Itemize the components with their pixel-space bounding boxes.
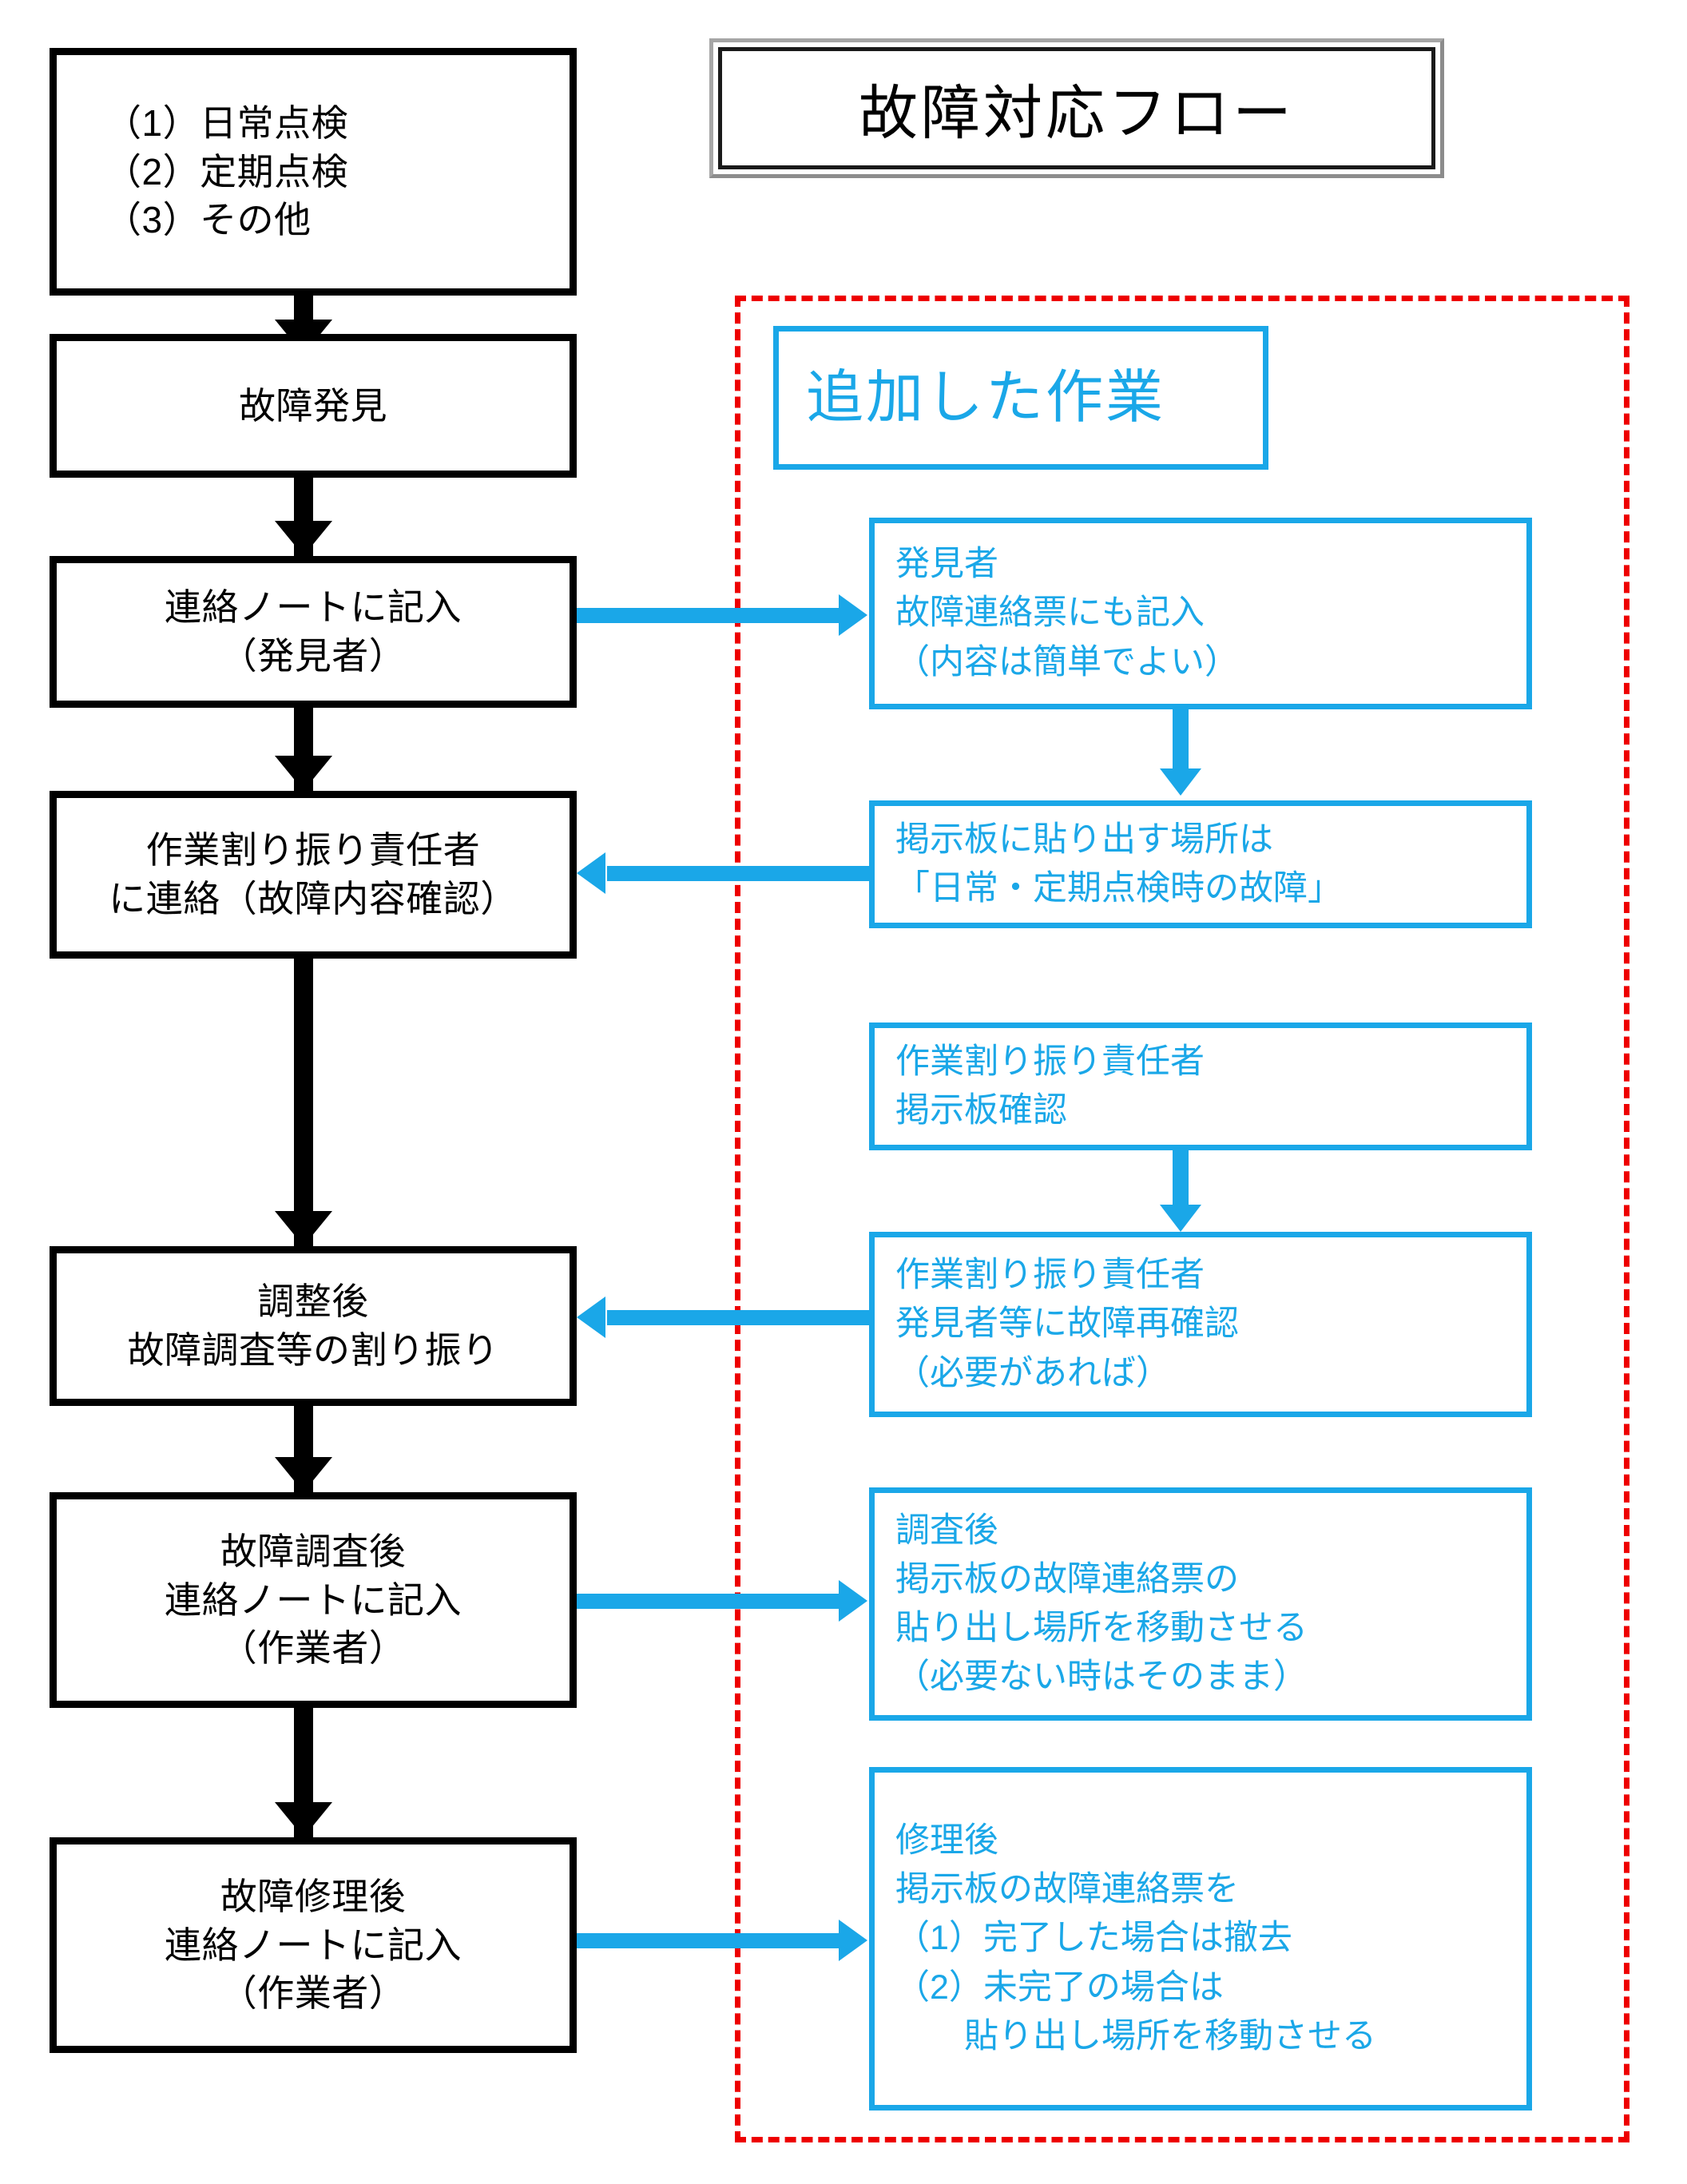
cross-arrow-shaft-to-added-work <box>577 1594 840 1609</box>
cross-arrow-head-right-icon <box>839 594 867 636</box>
added-work-legend-box: 追加した作業 <box>773 326 1268 470</box>
flow-box-text: 故障発見 <box>239 384 387 427</box>
flow-connector-shaft <box>294 959 313 1246</box>
flow-connector-arrowhead-down-icon <box>275 756 332 791</box>
cross-arrow-shaft-to-added-work <box>577 608 840 623</box>
cross-arrow-shaft-from-added-work <box>607 866 871 881</box>
page-title: 故障対応フロー <box>859 80 1295 146</box>
added-work-box-finder-also-writes-slip[interactable]: 発見者 故障連絡票にも記入 （内容は簡単でよい） <box>869 518 1532 709</box>
added-work-box-text: 作業割り振り責任者 掲示板確認 <box>895 1042 1205 1130</box>
flow-box-text: 調整後 故障調査等の割り振り <box>127 1281 499 1371</box>
flow-box-text: （1）日常点検 （2）定期点検 （3）その他 <box>105 101 349 241</box>
cross-arrow-head-right-icon <box>839 1580 867 1622</box>
flow-box-notify-assignment-manager[interactable]: 作業割り振り責任者 に連絡（故障内容確認） <box>50 791 577 959</box>
added-work-connector-shaft <box>1173 709 1189 778</box>
flow-connector-arrowhead-down-icon <box>275 1211 332 1246</box>
added-work-box-handle-slip-after-repair[interactable]: 修理後 掲示板の故障連絡票を （1）完了した場合は撤去 （2）未完了の場合は 貼… <box>869 1767 1532 2111</box>
cross-arrow-shaft-from-added-work <box>607 1310 872 1325</box>
flow-box-text: 故障修理後 連絡ノートに記入 （作業者） <box>165 1875 462 2015</box>
flow-box-assign-investigation[interactable]: 調整後 故障調査等の割り振り <box>50 1246 577 1406</box>
added-work-connector-shaft <box>1173 1150 1189 1214</box>
added-work-box-manager-checks-board[interactable]: 作業割り振り責任者 掲示板確認 <box>869 1023 1532 1150</box>
added-work-box-text: 掲示板に貼り出す場所は 「日常・定期点検時の故障」 <box>895 820 1342 907</box>
added-work-region <box>735 296 1629 2142</box>
cross-arrow-head-right-icon <box>839 1920 867 1961</box>
flow-box-text: 連絡ノートに記入 （発見者） <box>165 586 462 677</box>
added-work-box-move-slip-after-survey[interactable]: 調査後 掲示板の故障連絡票の 貼り出し場所を移動させる （必要ない時はそのまま） <box>869 1487 1532 1721</box>
flow-box-text: 故障調査後 連絡ノートに記入 （作業者） <box>165 1530 462 1670</box>
added-work-box-text: 修理後 掲示板の故障連絡票を （1）完了した場合は撤去 （2）未完了の場合は 貼… <box>895 1821 1376 2055</box>
flow-connector-arrowhead-down-icon <box>275 1457 332 1492</box>
cross-arrow-shaft-to-added-work <box>577 1933 840 1948</box>
flow-connector-arrowhead-down-icon <box>275 1802 332 1837</box>
added-work-box-text: 発見者 故障連絡票にも記入 （内容は簡単でよい） <box>895 545 1239 681</box>
flow-box-fault-discovery[interactable]: 故障発見 <box>50 334 577 478</box>
added-work-connector-arrowhead-down-icon <box>1160 768 1201 796</box>
flow-box-write-note-after-repair[interactable]: 故障修理後 連絡ノートに記入 （作業者） <box>50 1837 577 2053</box>
cross-arrow-head-left-icon <box>577 1297 605 1338</box>
added-work-legend-label: 追加した作業 <box>806 365 1166 430</box>
title-plaque-inner: 故障対応フロー <box>718 47 1435 169</box>
flow-box-inspection-types[interactable]: （1）日常点検 （2）定期点検 （3）その他 <box>50 48 577 296</box>
added-work-box-text: 作業割り振り責任者 発見者等に故障再確認 （必要があれば） <box>895 1256 1239 1392</box>
added-work-box-manager-reconfirms-fault[interactable]: 作業割り振り責任者 発見者等に故障再確認 （必要があれば） <box>869 1232 1532 1417</box>
flow-box-text: 作業割り振り責任者 に連絡（故障内容確認） <box>109 829 518 919</box>
title-plaque: 故障対応フロー <box>709 38 1444 178</box>
cross-arrow-head-left-icon <box>577 852 605 894</box>
added-work-box-board-posting-location[interactable]: 掲示板に貼り出す場所は 「日常・定期点検時の故障」 <box>869 800 1532 928</box>
flow-connector-arrowhead-down-icon <box>275 521 332 556</box>
added-work-connector-arrowhead-down-icon <box>1160 1205 1201 1232</box>
added-work-box-text: 調査後 掲示板の故障連絡票の 貼り出し場所を移動させる （必要ない時はそのまま） <box>895 1511 1308 1697</box>
flow-box-write-contact-note-finder[interactable]: 連絡ノートに記入 （発見者） <box>50 556 577 708</box>
flow-box-write-note-after-survey[interactable]: 故障調査後 連絡ノートに記入 （作業者） <box>50 1492 577 1708</box>
